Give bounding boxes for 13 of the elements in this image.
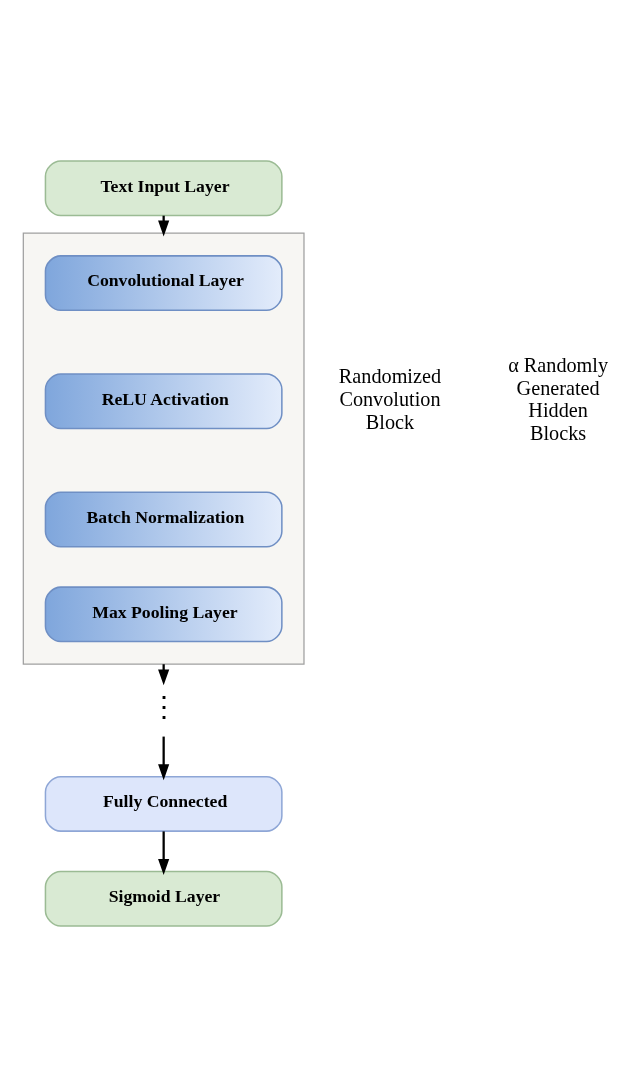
arrow bbox=[158, 830, 170, 875]
node-box: Fully Connected bbox=[44, 775, 283, 832]
node-box: ReLU Activation bbox=[44, 372, 283, 429]
label: α Randomly Generated Hidden Blocks bbox=[508, 353, 609, 444]
node-box: Max Pooling Layer bbox=[44, 585, 283, 642]
label: Randomized Convolution Block bbox=[338, 364, 442, 433]
arrow bbox=[158, 736, 170, 780]
node-box: Convolutional Layer bbox=[44, 254, 283, 311]
node-box: Text Input Layer bbox=[44, 159, 283, 216]
node-text: ⋮ bbox=[149, 690, 178, 722]
node-box: Sigmoid Layer bbox=[44, 870, 283, 927]
node-box: Batch Normalization bbox=[44, 491, 283, 547]
cluster bbox=[22, 232, 305, 665]
